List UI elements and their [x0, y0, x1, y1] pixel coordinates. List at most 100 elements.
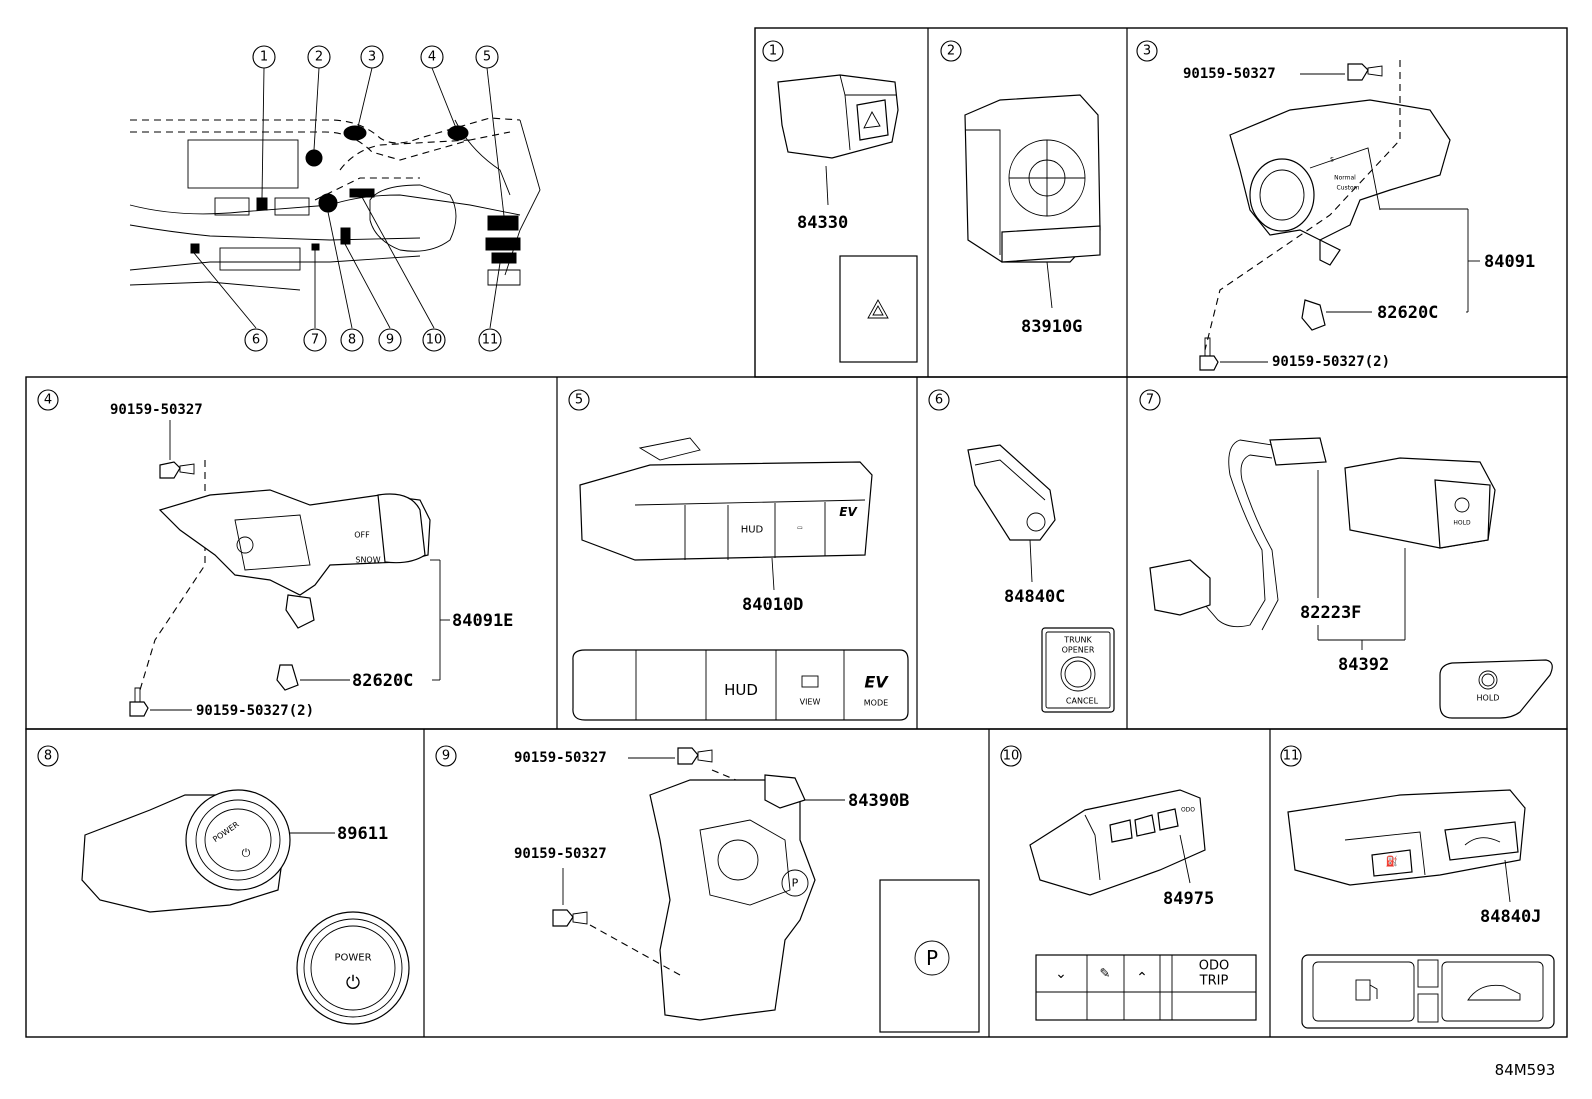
switch-label-snow: SNOW	[355, 556, 380, 565]
trip-label: TRIP	[1199, 974, 1229, 989]
svg-text:ODO: ODO	[1181, 807, 1195, 814]
overview-callout-circle	[378, 328, 402, 352]
chevron-down-icon: ⌄	[1055, 966, 1067, 982]
overview-callout-circle	[303, 328, 327, 352]
overview-callouts: 1 2 3 4 5 6 7 8 9 10 11	[244, 45, 502, 352]
panel-1-callout: 1	[769, 44, 777, 59]
panel-4-callout: 4	[44, 393, 52, 408]
panel-4: 4 90159-50327 OFF SNOW 82620C 84091E 901…	[37, 389, 513, 719]
overview-callout-circle	[252, 45, 276, 69]
part-number-82223F: 82223F	[1300, 603, 1361, 623]
part-number-82620C-3: 82620C	[1377, 303, 1438, 323]
panel-11-callout: 11	[1283, 749, 1300, 764]
part-number-screw-4b: 90159-50327(2)	[196, 703, 314, 719]
panel-9-callout: 9	[442, 749, 450, 764]
hud-label-3d: HUD	[741, 525, 764, 536]
part-number-screw-3b: 90159-50327(2)	[1272, 354, 1390, 370]
svg-text:⛽: ⛽	[1386, 855, 1398, 868]
overview-callout-9: 9	[386, 333, 394, 348]
trunk-label: TRUNK	[1063, 636, 1092, 645]
overview-callout-8: 8	[348, 333, 356, 348]
overview-callout-circle	[478, 328, 502, 352]
part-number-84840C: 84840C	[1004, 587, 1065, 607]
panel-3: 3 90159-50327 S Normal Custom 82620C 840…	[1136, 40, 1535, 371]
power-label: POWER	[334, 953, 371, 964]
panel-6: 6 84840C TRUNK OPENER CANCEL	[928, 389, 1115, 713]
panel-2: 2 83910G	[940, 40, 1101, 337]
part-number-screw-3a: 90159-50327	[1183, 66, 1276, 82]
ev-label-3d: EV	[839, 505, 858, 519]
part-number-84390B: 84390B	[848, 791, 909, 811]
panel-10-callout: 10	[1003, 749, 1020, 764]
overview-callout-circle	[340, 328, 364, 352]
power-icon: ⏻	[346, 973, 360, 994]
fuel-door-icon	[1355, 979, 1371, 1001]
hud-button: HUD	[724, 681, 758, 699]
panel-11: 11 ⛽ 84840J	[1280, 745, 1555, 1029]
part-number-screw-9a: 90159-50327	[514, 750, 607, 766]
svg-text:S: S	[1330, 157, 1334, 164]
cancel-label: CANCEL	[1066, 697, 1099, 706]
dashboard-overview	[129, 67, 541, 329]
panel-5: 5 HUD ▭ EV 84010D HUD VIEW EV MODE	[568, 389, 909, 721]
part-number-84091E: 84091E	[452, 611, 513, 631]
part-number-84975: 84975	[1163, 889, 1214, 909]
part-number-89611: 89611	[337, 824, 388, 844]
svg-text:Custom: Custom	[1337, 185, 1360, 192]
part-number-84010D: 84010D	[742, 595, 803, 615]
overview-callout-3: 3	[368, 50, 376, 65]
panel-5-callout: 5	[575, 393, 583, 408]
ev-label: EV	[864, 673, 889, 692]
overview-callout-11: 11	[482, 333, 499, 348]
part-number-83910G: 83910G	[1021, 317, 1082, 337]
panel-6-callout: 6	[935, 393, 943, 408]
overview-callout-2: 2	[315, 50, 323, 65]
overview-callout-circle	[307, 45, 331, 69]
overview-callout-circle	[422, 328, 446, 352]
overview-callout-circle	[244, 328, 268, 352]
overview-callout-7: 7	[311, 333, 319, 348]
hold-label: HOLD	[1477, 694, 1500, 703]
parking-icon-3d: P	[792, 877, 799, 890]
panel-3-callout: 3	[1143, 44, 1151, 59]
overview-callout-4: 4	[428, 50, 436, 65]
chevron-up-icon: ⌃	[1136, 970, 1148, 986]
opener-label: OPENER	[1062, 646, 1095, 655]
mode-label: MODE	[864, 699, 888, 708]
panel-7: 7 HOLD 82223F 84392 HOLD	[1139, 389, 1553, 719]
overview-callout-10: 10	[426, 333, 443, 348]
trunk-icon	[1467, 984, 1521, 1001]
svg-text:⏻: ⏻	[242, 847, 251, 860]
parking-brake-icon: P	[926, 946, 938, 970]
part-number-82620C-4: 82620C	[352, 671, 413, 691]
hold-label-3d: HOLD	[1453, 520, 1471, 527]
overview-callout-5: 5	[483, 50, 491, 65]
svg-text:Normal: Normal	[1334, 175, 1356, 182]
overview-callout-circle	[420, 45, 444, 69]
part-number-84330: 84330	[797, 213, 848, 233]
panel-1: 1 84330	[762, 40, 918, 363]
part-number-84392: 84392	[1338, 655, 1389, 675]
diagram-code: 84M593	[1495, 1061, 1556, 1079]
switch-label-off: OFF	[354, 531, 370, 540]
part-number-84840J: 84840J	[1480, 907, 1541, 927]
overview-callout-circle	[475, 45, 499, 69]
part-number-screw-4a: 90159-50327	[110, 402, 203, 418]
overview-callout-1: 1	[260, 50, 268, 65]
settings-icon: ✎	[1100, 967, 1111, 982]
overview-callout-circle	[360, 45, 384, 69]
panel-8: 8 POWER ⏻ 89611 POWER ⏻	[37, 745, 410, 1025]
odo-label: ODO	[1199, 959, 1229, 974]
part-number-84091: 84091	[1484, 252, 1535, 272]
panel-10: 10 ODO 84975 ⌄ ✎ ⌃ ODO TRIP	[1000, 745, 1257, 1021]
panel-8-callout: 8	[44, 749, 52, 764]
svg-text:▭: ▭	[797, 525, 803, 532]
view-label: VIEW	[800, 698, 821, 707]
panel-2-callout: 2	[947, 44, 955, 59]
panel-9: 9 90159-50327 P 84390B 90159-50327 P	[435, 745, 980, 1033]
overview-callout-6: 6	[252, 333, 260, 348]
part-number-screw-9b: 90159-50327	[514, 846, 607, 862]
panel-grid	[25, 27, 1568, 1038]
panel-7-callout: 7	[1146, 393, 1154, 408]
